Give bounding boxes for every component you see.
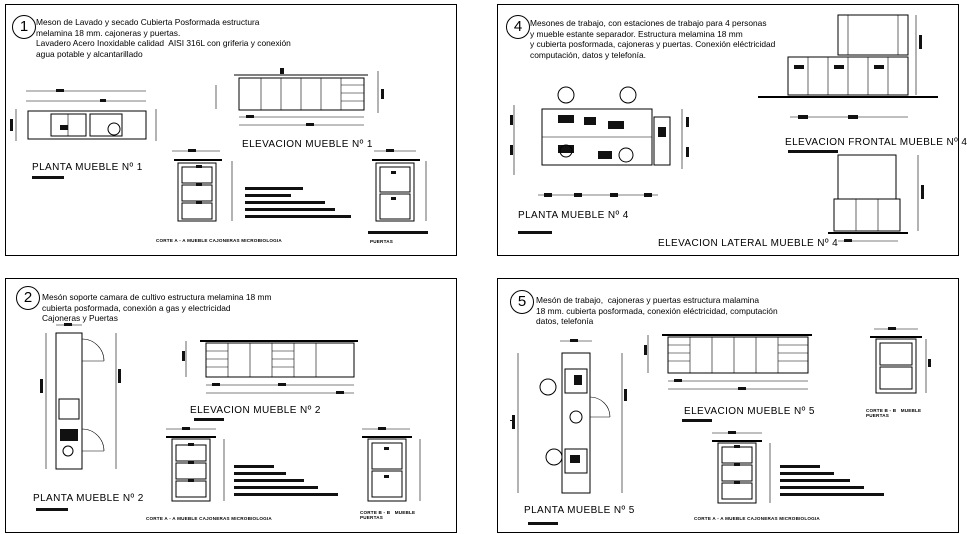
panel-mueble-1: 1 Meson de Lavado y secado Cubierta Posf… xyxy=(5,4,457,256)
elevation-2-drawing xyxy=(182,340,358,394)
panel-1-drawing xyxy=(10,68,428,234)
section-b-label: CORTE B - B MUEBLE PUERTAS xyxy=(866,408,922,418)
panel-description: Mesones de trabajo, con estaciones de tr… xyxy=(530,18,776,60)
plan-1-drawing xyxy=(10,89,157,141)
elevation-lateral-label: ELEVACION LATERAL MUEBLE Nº 4 xyxy=(658,238,839,249)
section-1a-drawing xyxy=(172,149,351,222)
plan-label: PLANTA MUEBLE Nº 2 xyxy=(33,493,144,504)
elevation-4-lateral-drawing xyxy=(828,154,924,242)
section-5b-drawing xyxy=(870,327,931,394)
section-a-label: CORTE A - A MUEBLE CAJONERAS MICROBIOLOG… xyxy=(146,516,272,521)
section-a-label: CORTE A - A MUEBLE CAJONERAS MICROBIOLOG… xyxy=(156,238,282,243)
section-2b-drawing xyxy=(362,427,421,502)
elevation-1-drawing xyxy=(215,68,384,126)
plan-4-drawing xyxy=(510,86,689,197)
section-1b-drawing xyxy=(368,149,428,234)
section-b-label: PUERTAS xyxy=(370,239,394,244)
elevation-label: ELEVACION MUEBLE Nº 2 xyxy=(190,405,321,416)
panel-description: Mesón soporte camara de cultivo estructu… xyxy=(42,292,272,323)
panel-number: 1 xyxy=(12,15,36,39)
plan-2-drawing xyxy=(40,323,121,470)
elevation-label: ELEVACION MUEBLE Nº 1 xyxy=(242,139,373,150)
elevation-5-drawing xyxy=(644,334,812,390)
panel-mueble-4: 4 Mesones de trabajo, con estaciones de … xyxy=(497,4,967,256)
panel-4-drawing xyxy=(510,14,938,242)
elevation-frontal-label: ELEVACION FRONTAL MUEBLE Nº 4 xyxy=(785,137,967,148)
section-2a-drawing xyxy=(166,427,338,502)
panel-mueble-5: 5 Mesón de trabajo, cajoneras y puertas … xyxy=(497,278,959,533)
panel-description: Meson de Lavado y secado Cubierta Posfor… xyxy=(36,17,291,59)
panel-description: Mesón de trabajo, cajoneras y puertas es… xyxy=(536,295,778,326)
section-a-label: CORTE A - A MUEBLE CAJONERAS MICROBIOLOG… xyxy=(694,516,820,521)
panel-mueble-2: 2 Mesón soporte camara de cultivo estruc… xyxy=(5,278,457,533)
section-b-label: CORTE B - B MUEBLE PUERTAS xyxy=(360,510,416,520)
panel-number: 4 xyxy=(506,15,530,39)
plan-label: PLANTA MUEBLE Nº 1 xyxy=(32,162,143,173)
panel-number: 2 xyxy=(16,286,40,310)
plan-5-drawing xyxy=(512,339,627,494)
plan-label: PLANTA MUEBLE Nº 5 xyxy=(524,505,635,516)
section-5a-drawing xyxy=(712,431,884,504)
panel-5-drawing xyxy=(510,327,931,525)
elevation-label: ELEVACION MUEBLE Nº 5 xyxy=(684,406,815,417)
panel-2-drawing xyxy=(36,323,421,511)
plan-label: PLANTA MUEBLE Nº 4 xyxy=(518,210,629,221)
panel-number: 5 xyxy=(510,290,534,314)
elevation-4-frontal-drawing xyxy=(758,14,938,119)
